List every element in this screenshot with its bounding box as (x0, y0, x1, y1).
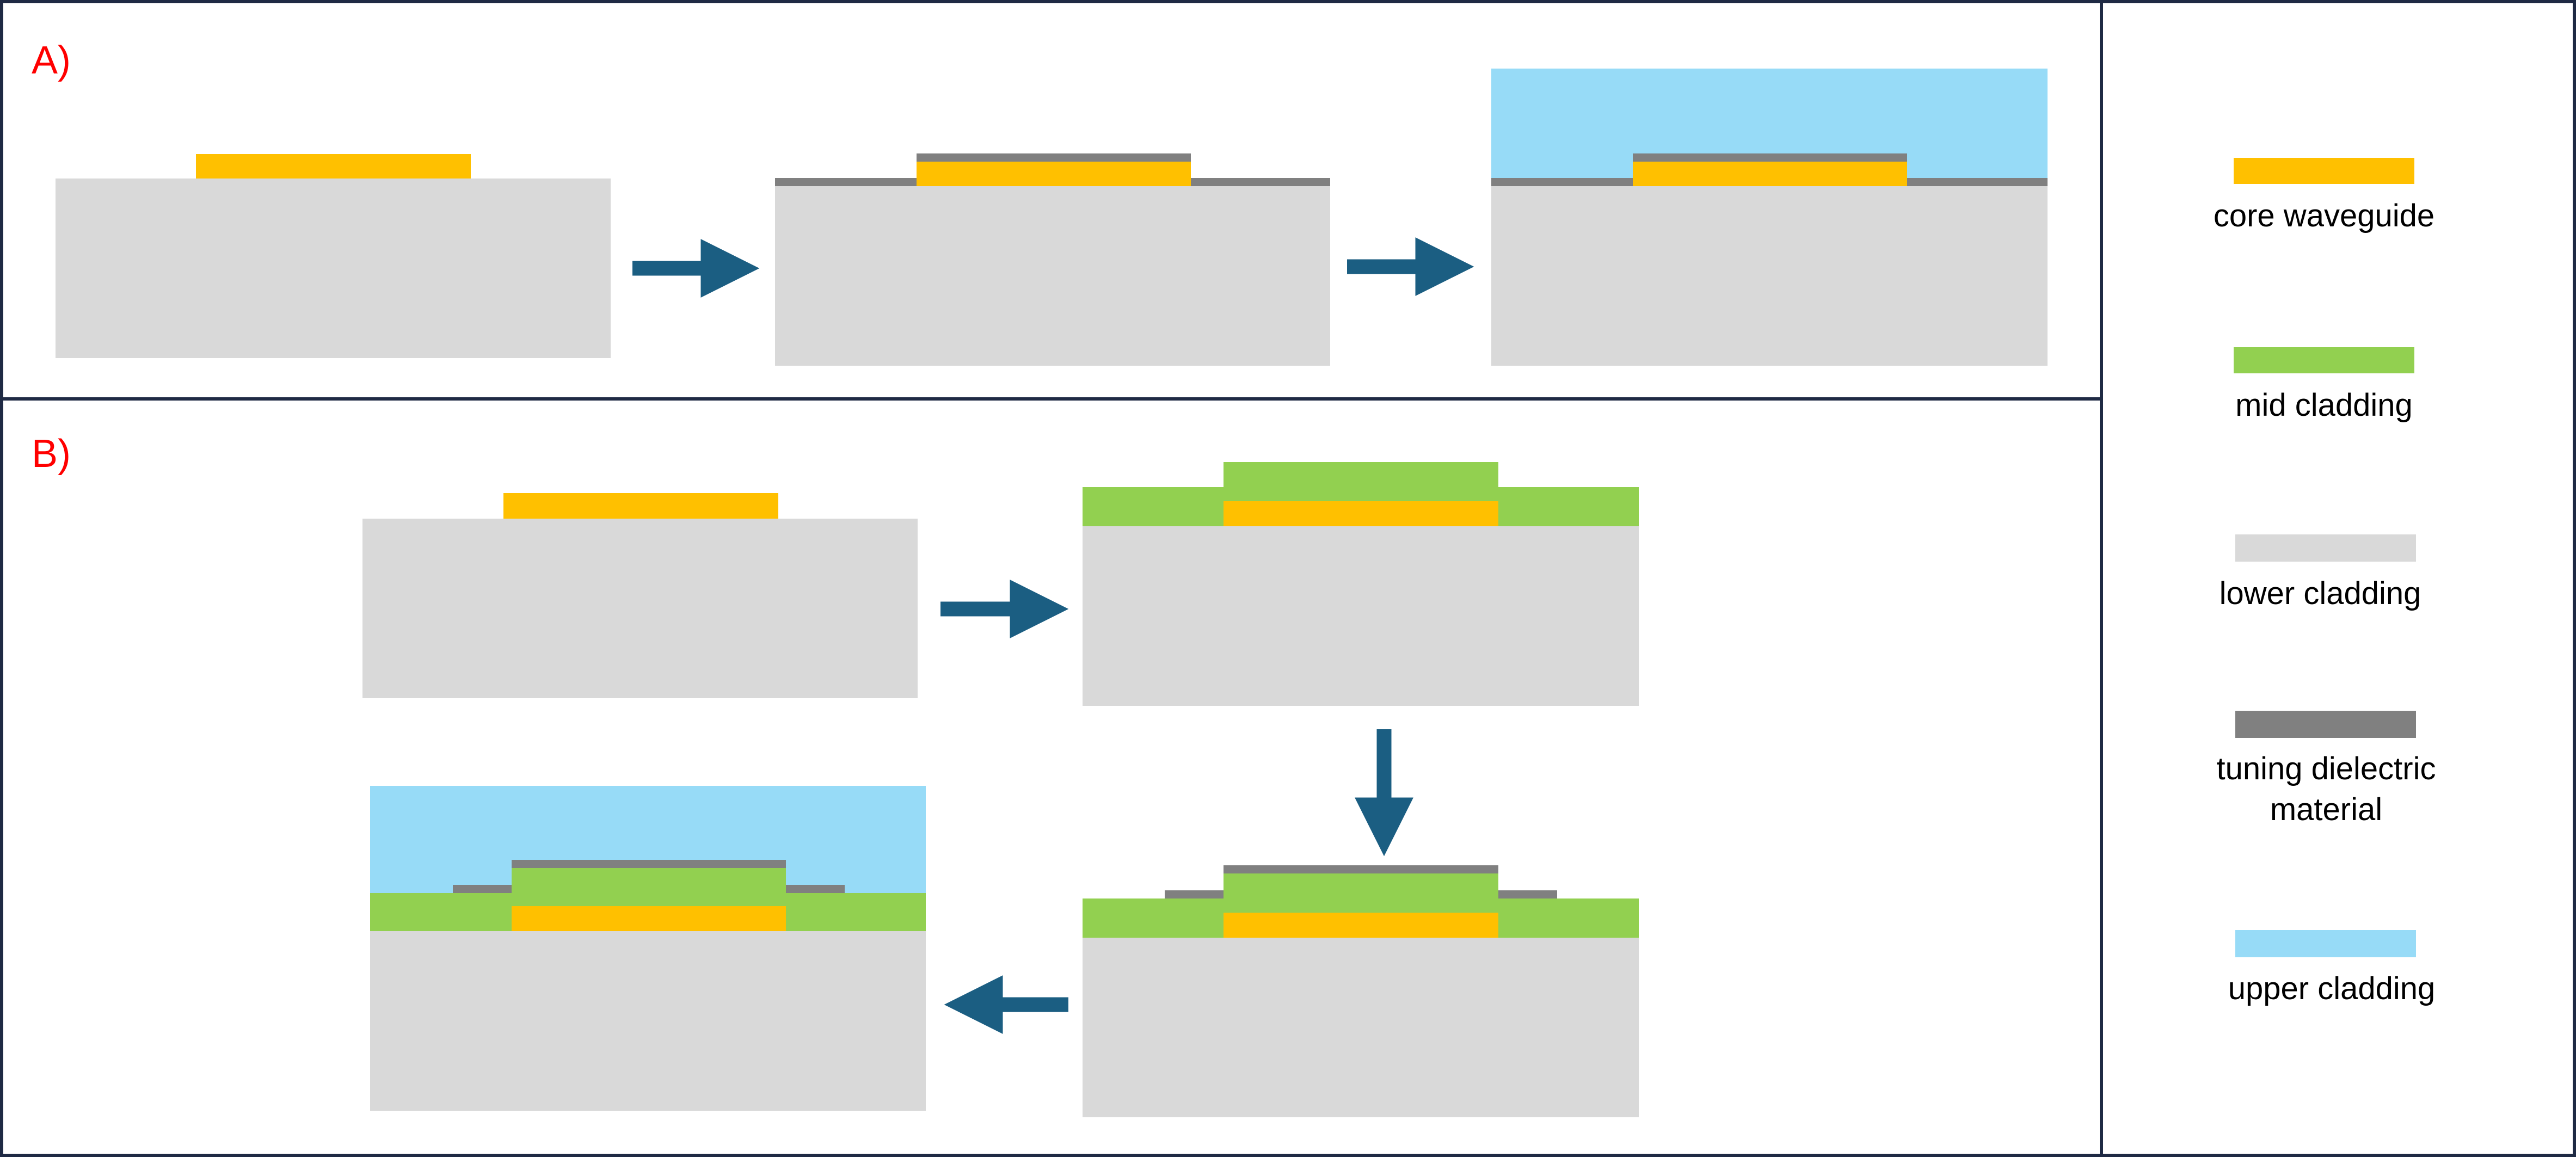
tuning-dielectric-layer (512, 860, 786, 868)
tuning-dielectric-layer (786, 885, 845, 893)
panel-b-step-3 (1083, 865, 1639, 1117)
panel-b-label: B) (32, 432, 71, 476)
panel-a-label: A) (32, 39, 71, 82)
tuning-dielectric-layer (1191, 178, 1330, 186)
lower-cladding (775, 186, 1330, 366)
lower-cladding (1083, 938, 1639, 1117)
tuning-dielectric-layer (453, 885, 512, 893)
legend-swatch-tuning (2235, 711, 2416, 738)
panel-b-step-1 (362, 493, 918, 698)
panel-b-step-4 (370, 786, 926, 1111)
panel-b-frame (0, 397, 2103, 1157)
lower-cladding (362, 519, 918, 698)
tuning-dielectric-layer (1165, 890, 1224, 898)
lower-cladding (370, 931, 926, 1111)
tuning-dielectric-layer (1498, 890, 1557, 898)
tuning-dielectric-layer (1633, 153, 1907, 162)
legend-label-lower: lower cladding (2220, 576, 2421, 611)
panel-a-step-1 (56, 154, 611, 358)
tuning-dielectric-layer (1907, 178, 2048, 186)
lower-cladding (1083, 526, 1639, 706)
mid-cladding (1224, 462, 1498, 487)
panel-b-step-2 (1083, 462, 1639, 706)
legend-label-core: core waveguide (2214, 198, 2434, 233)
legend-label-upper: upper cladding (2228, 971, 2436, 1006)
core-waveguide (512, 906, 786, 931)
mid-cladding (1224, 873, 1498, 898)
legend-swatch-mid (2234, 347, 2414, 373)
panel-a-step-3 (1491, 69, 2048, 366)
core-waveguide (917, 162, 1191, 186)
tuning-dielectric-layer (917, 153, 1191, 162)
lower-cladding (56, 179, 611, 358)
mid-cladding (512, 868, 786, 893)
legend-swatch-core (2234, 158, 2414, 184)
legend-label-mid: mid cladding (2235, 387, 2413, 423)
legend: core waveguide mid cladding lower claddi… (2214, 158, 2436, 1006)
core-waveguide (1224, 501, 1498, 526)
legend-frame (2100, 0, 2576, 1157)
tuning-dielectric-layer (775, 178, 917, 186)
tuning-dielectric-layer (1491, 178, 1633, 186)
panel-a-step-2 (775, 153, 1330, 366)
core-waveguide (1224, 913, 1498, 938)
core-waveguide (196, 154, 471, 179)
core-waveguide (1633, 162, 1907, 186)
legend-label-tuning-line1: tuning dielectric (2217, 751, 2436, 786)
core-waveguide (503, 493, 778, 519)
tuning-dielectric-layer (1224, 865, 1498, 873)
legend-swatch-upper (2235, 930, 2416, 957)
legend-label-tuning-line2: material (2270, 792, 2382, 827)
legend-swatch-lower (2235, 534, 2416, 562)
lower-cladding (1491, 186, 2048, 366)
